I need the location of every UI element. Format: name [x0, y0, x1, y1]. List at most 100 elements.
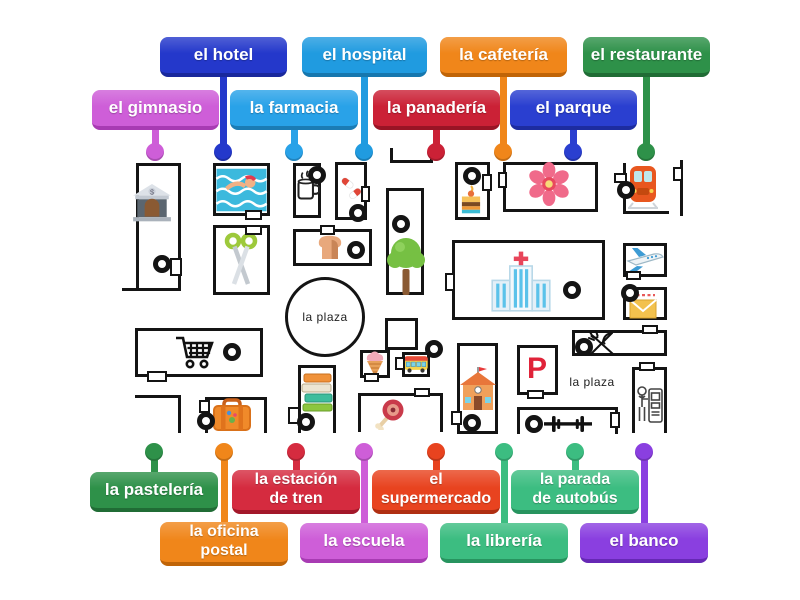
coffee-icon: [294, 170, 320, 204]
label-stem-el-gimnasio: [151, 127, 159, 155]
plane-icon: [626, 244, 664, 274]
target-ring[interactable]: [617, 181, 635, 199]
label-text: el restaurante: [590, 44, 703, 64]
label-pin-la-cafeteria: [494, 143, 512, 161]
target-ring[interactable]: [197, 412, 215, 430]
label-stem-el-hotel: [219, 74, 227, 155]
door: [610, 412, 620, 428]
label-pin-la-oficina-postal: [215, 443, 233, 461]
building-outline: [213, 225, 270, 295]
label-stem-la-cafeteria: [499, 74, 507, 155]
label-pin-el-restaurante: [637, 143, 655, 161]
door: [364, 373, 379, 382]
building-outline: [623, 243, 667, 277]
mail-icon: [628, 294, 658, 319]
plaza-label-2: la plaza: [569, 375, 615, 389]
bank-icon: $: [131, 183, 173, 225]
label-la-escuela[interactable]: la escuela: [300, 523, 428, 563]
door: [626, 271, 641, 280]
label-pin-el-hotel: [214, 143, 232, 161]
label-la-libreria[interactable]: la librería: [440, 523, 568, 563]
door: [245, 210, 262, 220]
label-el-banco[interactable]: el banco: [580, 523, 708, 563]
school-icon: [459, 366, 497, 412]
label-stem-la-farmacia: [290, 127, 298, 155]
label-el-gimnasio[interactable]: el gimnasio: [92, 90, 219, 130]
building-outline: [457, 343, 498, 434]
door: [170, 258, 182, 276]
icecream-icon: [365, 351, 385, 377]
label-pin-la-escuela: [355, 443, 373, 461]
label-pin-la-parada-de-autobus: [566, 443, 584, 461]
label-el-hospital[interactable]: el hospital: [302, 37, 427, 77]
plaza-circle: la plaza: [285, 277, 365, 357]
label-el-parque[interactable]: el parque: [510, 90, 637, 130]
label-text: el gimnasio: [108, 97, 203, 117]
street-line: [122, 288, 138, 291]
building-outline: [135, 328, 263, 377]
label-text: la farmacia: [249, 97, 339, 117]
target-ring[interactable]: [347, 241, 365, 259]
barbell-icon: [544, 415, 592, 433]
label-la-farmacia[interactable]: la farmacia: [230, 90, 358, 130]
label-stem-la-escuela: [360, 452, 368, 529]
pills-icon: [337, 172, 365, 204]
door: [361, 186, 370, 202]
label-el-restaurante[interactable]: el restaurante: [583, 37, 710, 77]
target-ring[interactable]: [463, 167, 481, 185]
label-text: la cafetería: [459, 44, 548, 64]
target-ring[interactable]: [463, 414, 481, 432]
pool-icon: [215, 165, 268, 215]
hospital-icon: [489, 250, 553, 314]
door: [414, 388, 430, 397]
tree-icon: [386, 233, 426, 297]
building-outline: [213, 163, 270, 216]
svg-text:$: $: [150, 187, 154, 196]
target-ring[interactable]: [392, 215, 410, 233]
target-ring[interactable]: [349, 204, 367, 222]
label-pin-el-parque: [564, 143, 582, 161]
target-ring[interactable]: [525, 415, 543, 433]
scissors-icon: [221, 232, 261, 288]
label-el-hotel[interactable]: el hotel: [160, 37, 287, 77]
flower-icon: [527, 161, 571, 207]
label-stem-el-supermercado: [432, 452, 440, 476]
door: [498, 172, 507, 188]
door: [451, 411, 462, 425]
target-ring[interactable]: [308, 166, 326, 184]
building-outline: [298, 365, 336, 433]
label-pin-el-banco: [635, 443, 653, 461]
door: [147, 371, 167, 382]
target-ring[interactable]: [575, 338, 593, 356]
label-text: la pastelería: [104, 479, 204, 499]
building-outline: [385, 318, 418, 350]
target-ring[interactable]: [297, 413, 315, 431]
bus-icon: [403, 354, 429, 374]
cutlery-icon: [588, 330, 616, 356]
street-line: [680, 160, 683, 216]
target-ring[interactable]: [153, 255, 171, 273]
cart-icon: [174, 332, 220, 372]
label-text: el hotel: [193, 44, 254, 64]
building-outline: [135, 395, 181, 433]
target-ring[interactable]: [563, 281, 581, 299]
building-outline: [455, 162, 490, 220]
label-stem-la-estacion-de-tren: [292, 452, 300, 476]
door: [245, 225, 262, 235]
label-la-panaderia[interactable]: la panadería: [373, 90, 500, 130]
target-ring[interactable]: [425, 340, 443, 358]
label-pin-el-supermercado: [427, 443, 445, 461]
label-la-pasteleria[interactable]: la pastelería: [90, 472, 218, 512]
label-la-cafeteria[interactable]: la cafetería: [440, 37, 567, 77]
target-ring[interactable]: [223, 343, 241, 361]
books-icon: [299, 370, 335, 414]
label-text: la librería: [466, 530, 542, 550]
label-stem-la-panaderia: [432, 127, 440, 155]
target-ring[interactable]: [621, 284, 639, 302]
street-line: [623, 211, 669, 214]
